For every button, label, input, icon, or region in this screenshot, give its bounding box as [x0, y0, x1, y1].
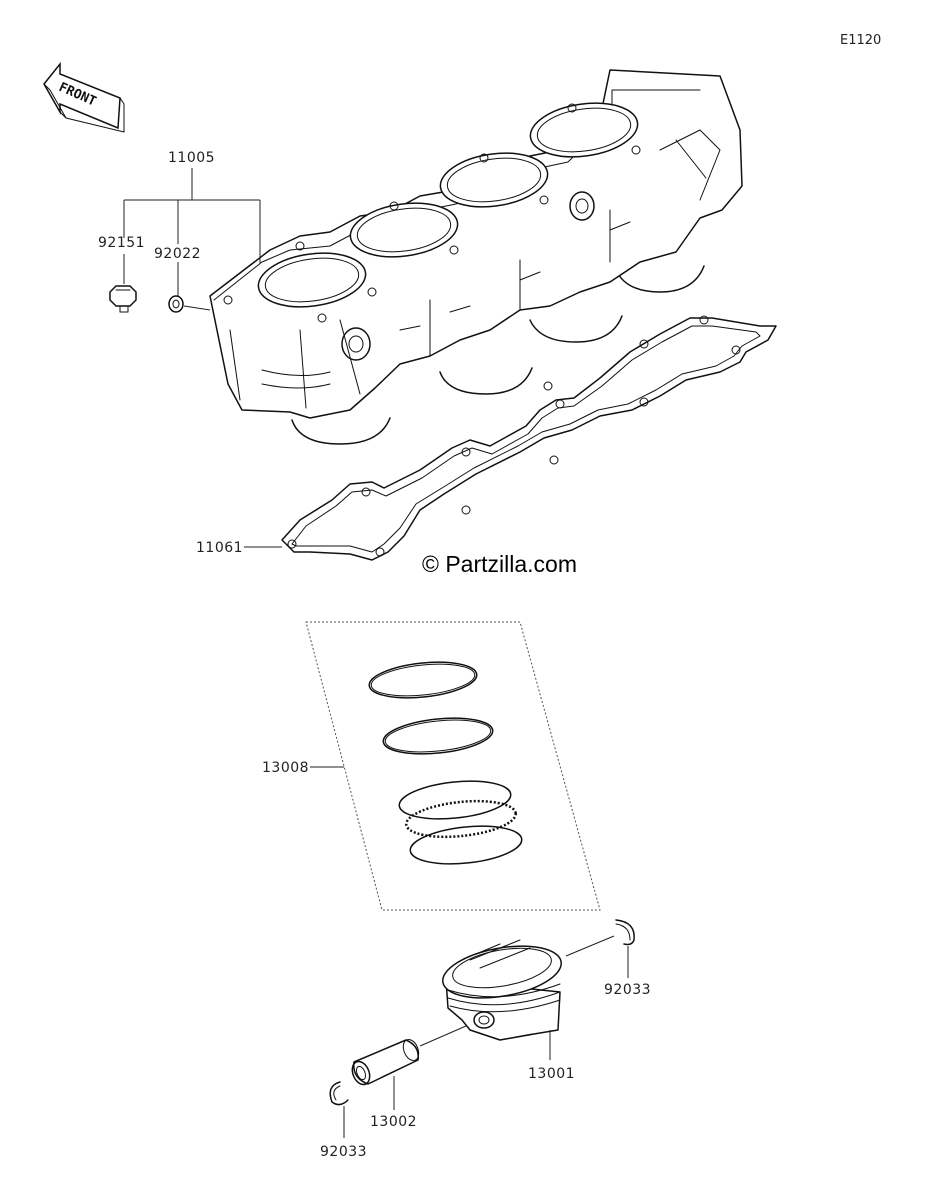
snap-ring-left[interactable] [329, 1081, 349, 1106]
part-label-washer: 92022 [154, 246, 201, 262]
gasket-callout: 11061 [196, 540, 282, 556]
piston-callout: 13001 [528, 935, 615, 1082]
snap-ring-left-callout: 92033 [320, 1106, 367, 1160]
ring-set-box [305, 621, 601, 911]
part-label-stud-bolt: 92151 [98, 235, 145, 251]
part-label-piston: 13001 [528, 1066, 575, 1082]
part-label-ring-set: 13008 [262, 760, 309, 776]
snap-ring-right-callout: 92033 [604, 946, 651, 998]
diagram-code: E1120 [840, 33, 881, 48]
ring-set-callout: 13008 [262, 760, 344, 776]
cylinder-callout: 11005 [123, 150, 261, 311]
part-label-gasket: 11061 [196, 540, 243, 556]
piston-pin[interactable] [349, 1037, 422, 1087]
front-arrow-icon: FRONT [43, 61, 125, 133]
cylinder-gasket[interactable] [281, 315, 777, 561]
part-label-snap-ring-right: 92033 [604, 982, 651, 998]
snap-ring-right[interactable] [615, 919, 635, 946]
pin-callout: 13002 [370, 1025, 467, 1130]
cylinder-block[interactable] [209, 69, 743, 445]
watermark: © Partzilla.com [422, 551, 577, 577]
part-label-cylinder: 11005 [168, 150, 215, 166]
part-label-snap-ring-left: 92033 [320, 1144, 367, 1160]
part-label-piston-pin: 13002 [370, 1114, 417, 1130]
stud-bolt[interactable]: 92151 [98, 235, 145, 313]
piston[interactable] [439, 938, 566, 1041]
washer[interactable]: 92022 [154, 246, 201, 313]
piston-rings[interactable] [368, 657, 524, 868]
